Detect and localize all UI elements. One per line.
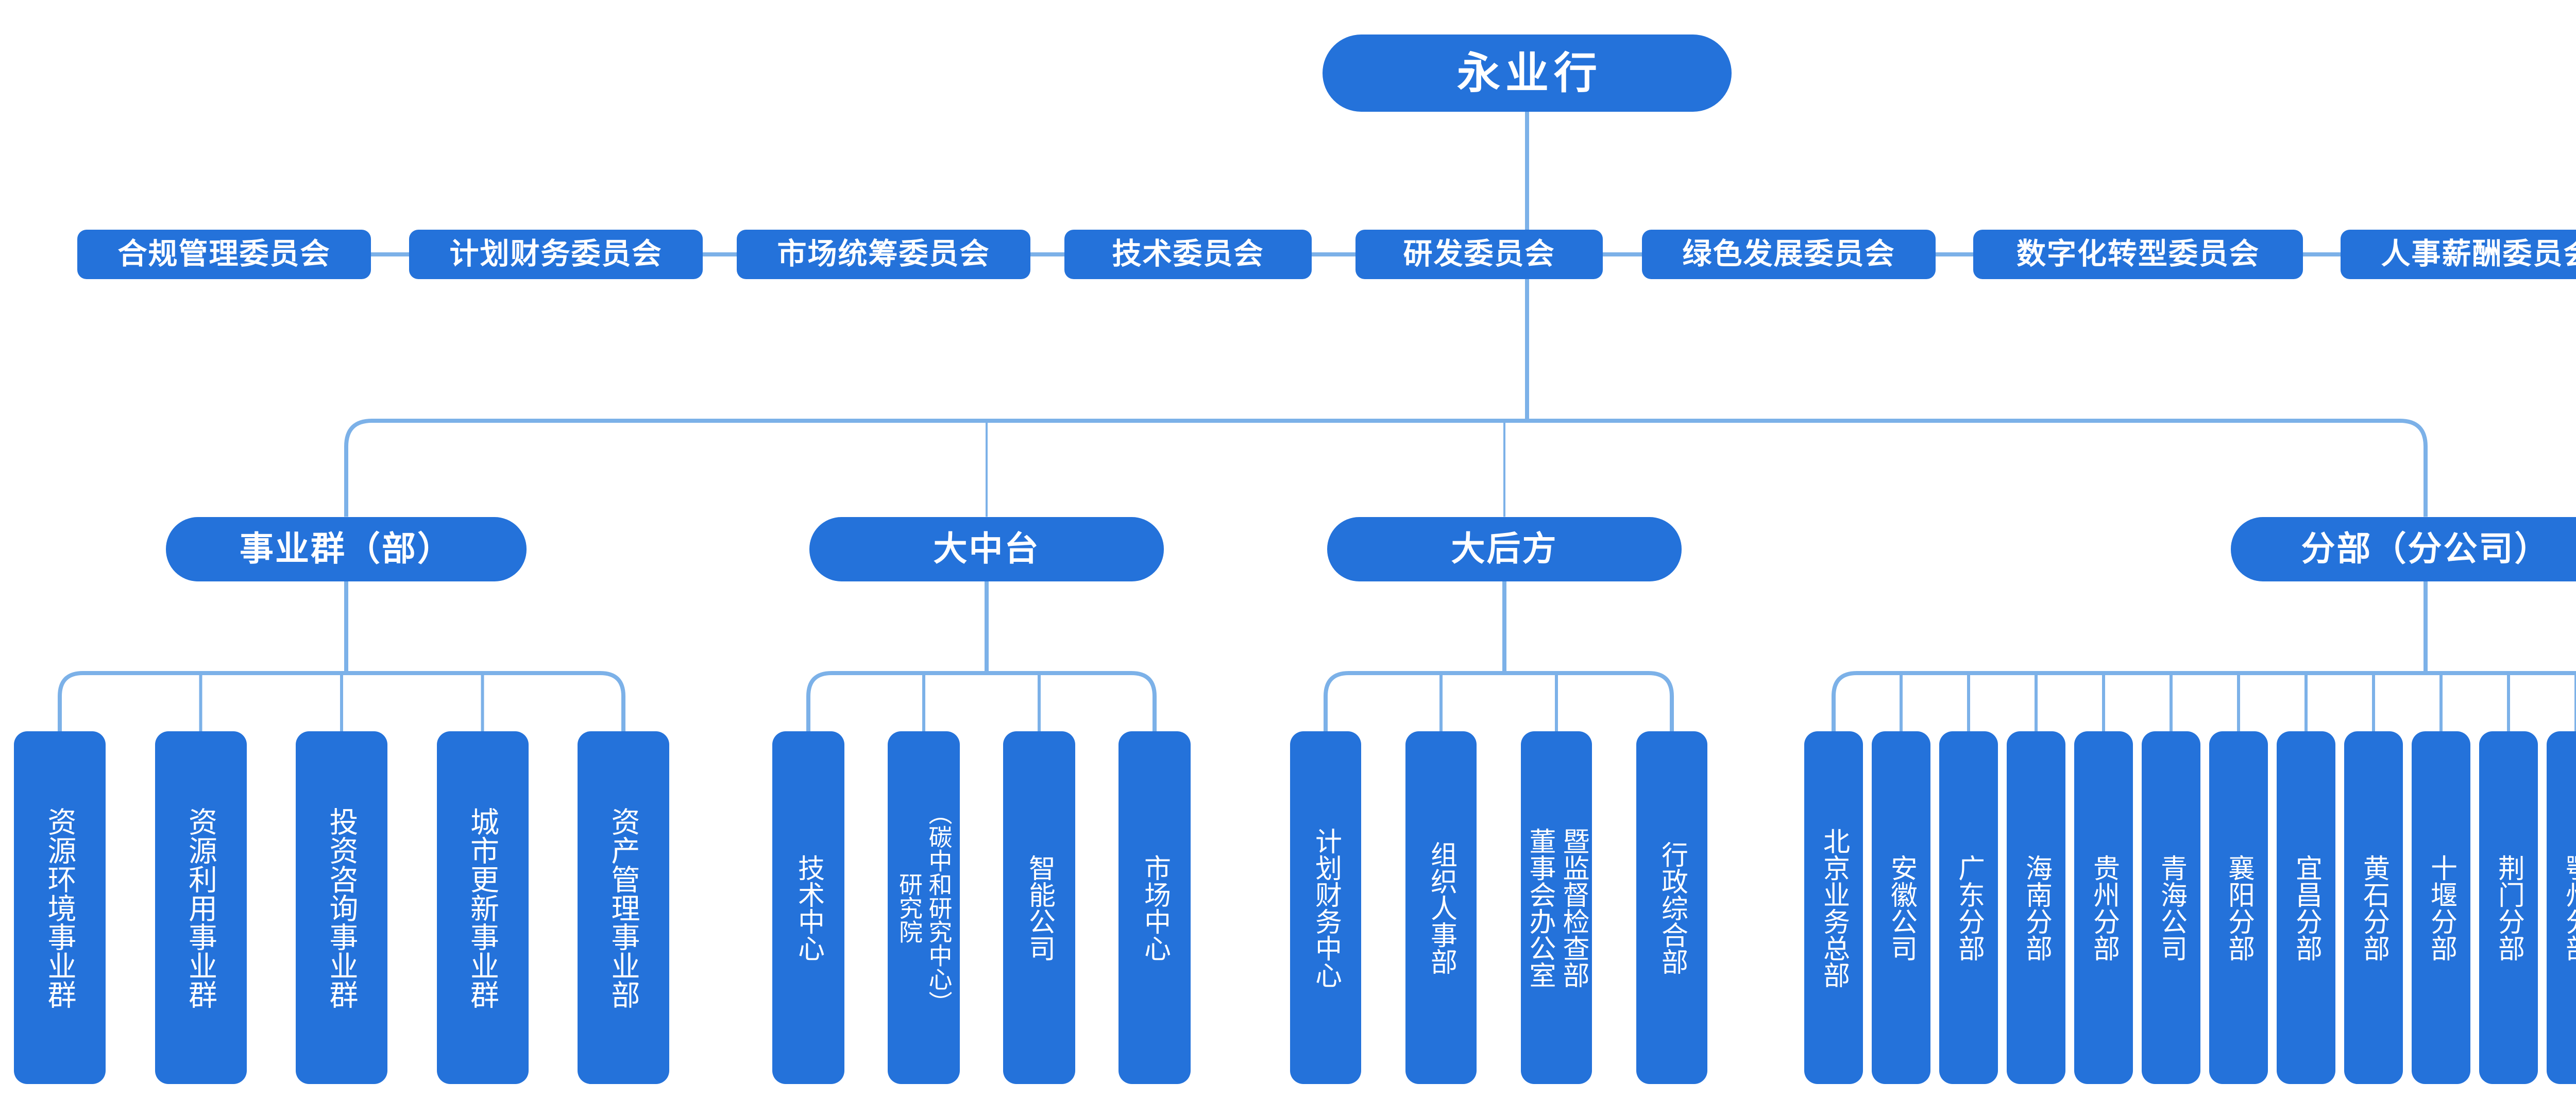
child-node: 资源环境事业群 [14,731,106,1084]
child-node: 组织人事部 [1405,731,1477,1084]
child-node-label: 宜昌分部 [2291,854,2321,961]
child-node-label: 研究院 （碳中和研究中心） [896,801,953,1015]
child-node: 荆门分部 [2479,731,2538,1084]
child-node: 十堰分部 [2412,731,2470,1084]
child-node-label: 资源利用事业群 [184,806,217,1009]
child-node-label: 荆门分部 [2494,854,2524,961]
child-node-label: 投资咨询事业群 [326,806,358,1009]
child-node: 安徽公司 [1872,731,1930,1084]
committee-node: 合规管理委员会 [77,230,371,279]
child-node: 北京业务总部 [1804,731,1863,1084]
child-node: 智能公司 [1003,731,1075,1084]
child-node-label: 十堰分部 [2426,854,2456,961]
child-node-label: 广东分部 [1954,854,1984,961]
child-node: 宜昌分部 [2277,731,2335,1084]
child-node-label: 智能公司 [1024,854,1055,961]
child-node-label: 黄石分部 [2359,854,2389,961]
child-node: 资产管理事业部 [578,731,669,1084]
child-node-label: 安徽公司 [1886,854,1917,961]
division-header-node: 分部（分公司） [2231,517,2576,581]
child-node: 广东分部 [1939,731,1998,1084]
child-node-label: 资源环境事业群 [44,806,76,1009]
child-node: 襄阳分部 [2209,731,2268,1084]
child-node-label: 董事会办公室 暨监督检查部 [1525,827,1588,988]
child-node: 计划财务中心 [1290,731,1361,1084]
child-node-label: 技术中心 [793,854,824,961]
child-node: 城市更新事业群 [436,731,529,1084]
child-node: 研究院 （碳中和研究中心） [888,731,960,1084]
committee-node: 计划财务委员会 [409,230,703,279]
child-node-label: 鄂州分部 [2561,854,2576,961]
child-node: 海南分部 [2007,731,2065,1084]
child-node-label: 海南分部 [2021,854,2052,961]
child-node: 市场中心 [1118,731,1191,1084]
division-header-node: 事业群（部） [166,517,527,581]
child-node: 青海公司 [2142,731,2200,1084]
child-node-label: 北京业务总部 [1819,827,1849,988]
committee-node: 市场统筹委员会 [737,230,1030,279]
child-node: 投资咨询事业群 [296,731,387,1084]
child-node: 行政综合部 [1636,731,1707,1084]
child-node-label: 青海公司 [2156,854,2187,961]
child-node: 贵州分部 [2074,731,2133,1084]
division-header-node: 大中台 [809,517,1164,581]
child-node-label: 计划财务中心 [1311,827,1341,988]
child-node-label: 市场中心 [1140,854,1170,961]
child-node-label: 资产管理事业部 [607,806,640,1009]
child-node-label: 组织人事部 [1426,840,1456,975]
child-node-label: 襄阳分部 [2224,854,2254,961]
child-node-label: 城市更新事业群 [466,806,499,1009]
committee-node: 人事薪酬委员会 [2341,230,2576,279]
committee-node: 数字化转型委员会 [1973,230,2303,279]
child-node-label: 贵州分部 [2089,854,2119,961]
child-node: 黄石分部 [2344,731,2403,1084]
committee-node: 研发委员会 [1355,230,1603,279]
child-node-label: 行政综合部 [1657,840,1687,975]
child-node: 鄂州分部 [2547,731,2576,1084]
committee-node: 绿色发展委员会 [1642,230,1936,279]
child-node: 技术中心 [772,731,844,1084]
division-header-node: 大后方 [1327,517,1682,581]
committee-node: 技术委员会 [1064,230,1312,279]
child-node: 董事会办公室 暨监督检查部 [1521,731,1592,1084]
root-node: 永业行 [1323,35,1732,112]
child-node: 资源利用事业群 [155,731,247,1084]
